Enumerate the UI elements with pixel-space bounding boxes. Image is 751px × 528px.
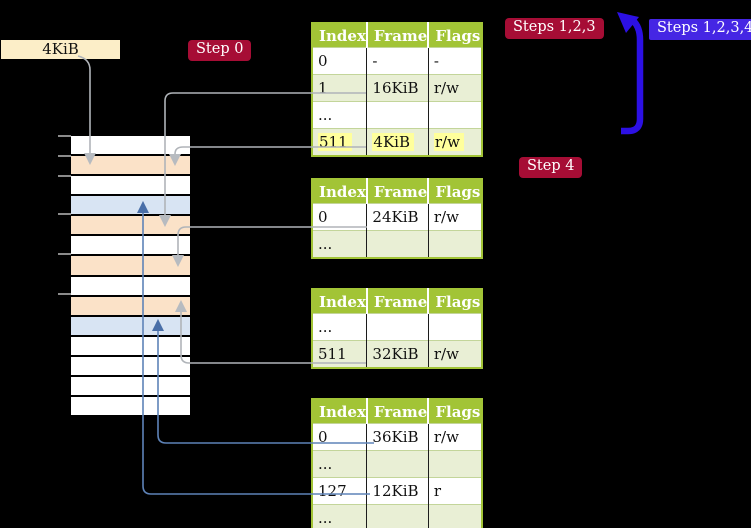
col-header-flags: Flags xyxy=(428,179,483,204)
col-header-frame: Frame xyxy=(366,399,430,424)
big-steps-arrow-head xyxy=(617,12,639,33)
badge-step-4: Step 4 xyxy=(519,157,583,178)
table-row: ... xyxy=(312,230,483,258)
cell-index: 511 xyxy=(312,340,368,368)
table-row: 511 32KiB r/w xyxy=(312,340,483,368)
cell-frame xyxy=(366,313,429,341)
address-tick xyxy=(58,213,71,215)
cell-flags xyxy=(428,230,483,258)
cell-flags: r/w xyxy=(428,423,483,451)
table-header-row: Index Frame Flags xyxy=(312,179,483,204)
cell-flags: - xyxy=(428,47,483,75)
memory-frame xyxy=(71,196,190,215)
col-header-flags: Flags xyxy=(428,289,483,314)
col-header-flags: Flags xyxy=(428,399,483,424)
page-table-2: Index Frame Flags 0 24KiB r/w ... xyxy=(311,178,484,259)
memory-frame xyxy=(71,136,190,155)
address-tick xyxy=(58,253,71,255)
cell-flags xyxy=(428,450,483,478)
cell-frame: 16KiB xyxy=(366,74,429,102)
col-header-index: Index xyxy=(312,23,368,48)
memory-frame xyxy=(71,316,190,335)
cell-index: 0 xyxy=(312,203,368,231)
cell-frame: 32KiB xyxy=(366,340,429,368)
cell-flags: r/w xyxy=(428,74,483,102)
col-header-frame: Frame xyxy=(366,179,430,204)
badge-steps-1-2-3: Steps 1,2,3 xyxy=(505,18,604,39)
cell-flags: r/w xyxy=(428,128,483,156)
page-table-3: Index Frame Flags ... 511 32KiB r/w xyxy=(311,288,484,369)
col-header-index: Index xyxy=(312,289,368,314)
cell-flags: r/w xyxy=(428,203,483,231)
address-tick xyxy=(58,135,71,137)
badge-steps-1-2-3-4: Steps 1,2,3,4 xyxy=(649,19,751,40)
table-row: 1 16KiB r/w xyxy=(312,74,483,102)
memory-frame xyxy=(71,256,190,275)
table-row: 0 36KiB r/w xyxy=(312,423,483,451)
cell-flags: r/w xyxy=(428,340,483,368)
table-row: ... xyxy=(312,504,483,528)
cell-frame xyxy=(366,101,429,129)
col-header-index: Index xyxy=(312,179,368,204)
memory-frame xyxy=(71,216,190,235)
table-row: 127 12KiB r xyxy=(312,477,483,505)
address-tick xyxy=(58,155,71,157)
memory-frame xyxy=(71,276,190,295)
col-header-flags: Flags xyxy=(428,23,483,48)
address-tick xyxy=(58,293,71,295)
table-row: ... xyxy=(312,101,483,129)
memory-frame xyxy=(71,236,190,255)
table-row: ... xyxy=(312,450,483,478)
highlight: 511 xyxy=(318,132,352,151)
cell-frame: 12KiB xyxy=(366,477,429,505)
cell-frame: 24KiB xyxy=(366,203,429,231)
cell-index: 0 xyxy=(312,47,368,75)
cell-frame xyxy=(366,450,429,478)
page-table-4: Index Frame Flags 0 36KiB r/w ... 127 12… xyxy=(311,398,484,528)
cell-flags xyxy=(428,101,483,129)
cell-index: 127 xyxy=(312,477,368,505)
memory-frame xyxy=(71,376,190,396)
badge-step-0: Step 0 xyxy=(188,40,252,61)
memory-frame xyxy=(71,397,190,416)
col-header-index: Index xyxy=(312,399,368,424)
page-table-1: Index Frame Flags 0 - - 1 16KiB r/w ... … xyxy=(311,22,484,157)
cell-index: 1 xyxy=(312,74,368,102)
cell-index: ... xyxy=(312,230,368,258)
highlight: 4KiB xyxy=(372,132,414,151)
memory-frame xyxy=(71,356,190,375)
cell-frame: 36KiB xyxy=(366,423,429,451)
big-steps-arrow-shaft xyxy=(621,16,644,135)
address-tick xyxy=(58,175,71,177)
physical-memory-stack xyxy=(71,136,190,416)
table-row: ... xyxy=(312,313,483,341)
table-row-highlighted: 511 4KiB r/w xyxy=(312,128,483,156)
memory-frame xyxy=(71,176,190,195)
memory-frame xyxy=(71,336,190,355)
cell-flags xyxy=(428,504,483,528)
cell-index: ... xyxy=(312,313,368,341)
cell-index: 0 xyxy=(312,423,368,451)
memory-frame xyxy=(71,296,190,315)
cell-frame xyxy=(366,230,429,258)
page-size-label: 4KiB xyxy=(1,40,120,59)
cell-frame: 4KiB xyxy=(366,128,429,156)
table-row: 0 - - xyxy=(312,47,483,75)
table-header-row: Index Frame Flags xyxy=(312,399,483,424)
cell-frame: - xyxy=(366,47,429,75)
table-header-row: Index Frame Flags xyxy=(312,23,483,48)
memory-frame xyxy=(71,156,190,175)
highlight: r/w xyxy=(433,132,464,151)
col-header-frame: Frame xyxy=(366,23,430,48)
table-row: 0 24KiB r/w xyxy=(312,203,483,231)
cell-index: 511 xyxy=(312,128,368,156)
col-header-frame: Frame xyxy=(366,289,430,314)
cell-flags: r xyxy=(428,477,483,505)
cell-flags xyxy=(428,313,483,341)
cell-index: ... xyxy=(312,101,368,129)
table-header-row: Index Frame Flags xyxy=(312,289,483,314)
cell-index: ... xyxy=(312,450,368,478)
cell-index: ... xyxy=(312,504,368,528)
cell-frame xyxy=(366,504,429,528)
